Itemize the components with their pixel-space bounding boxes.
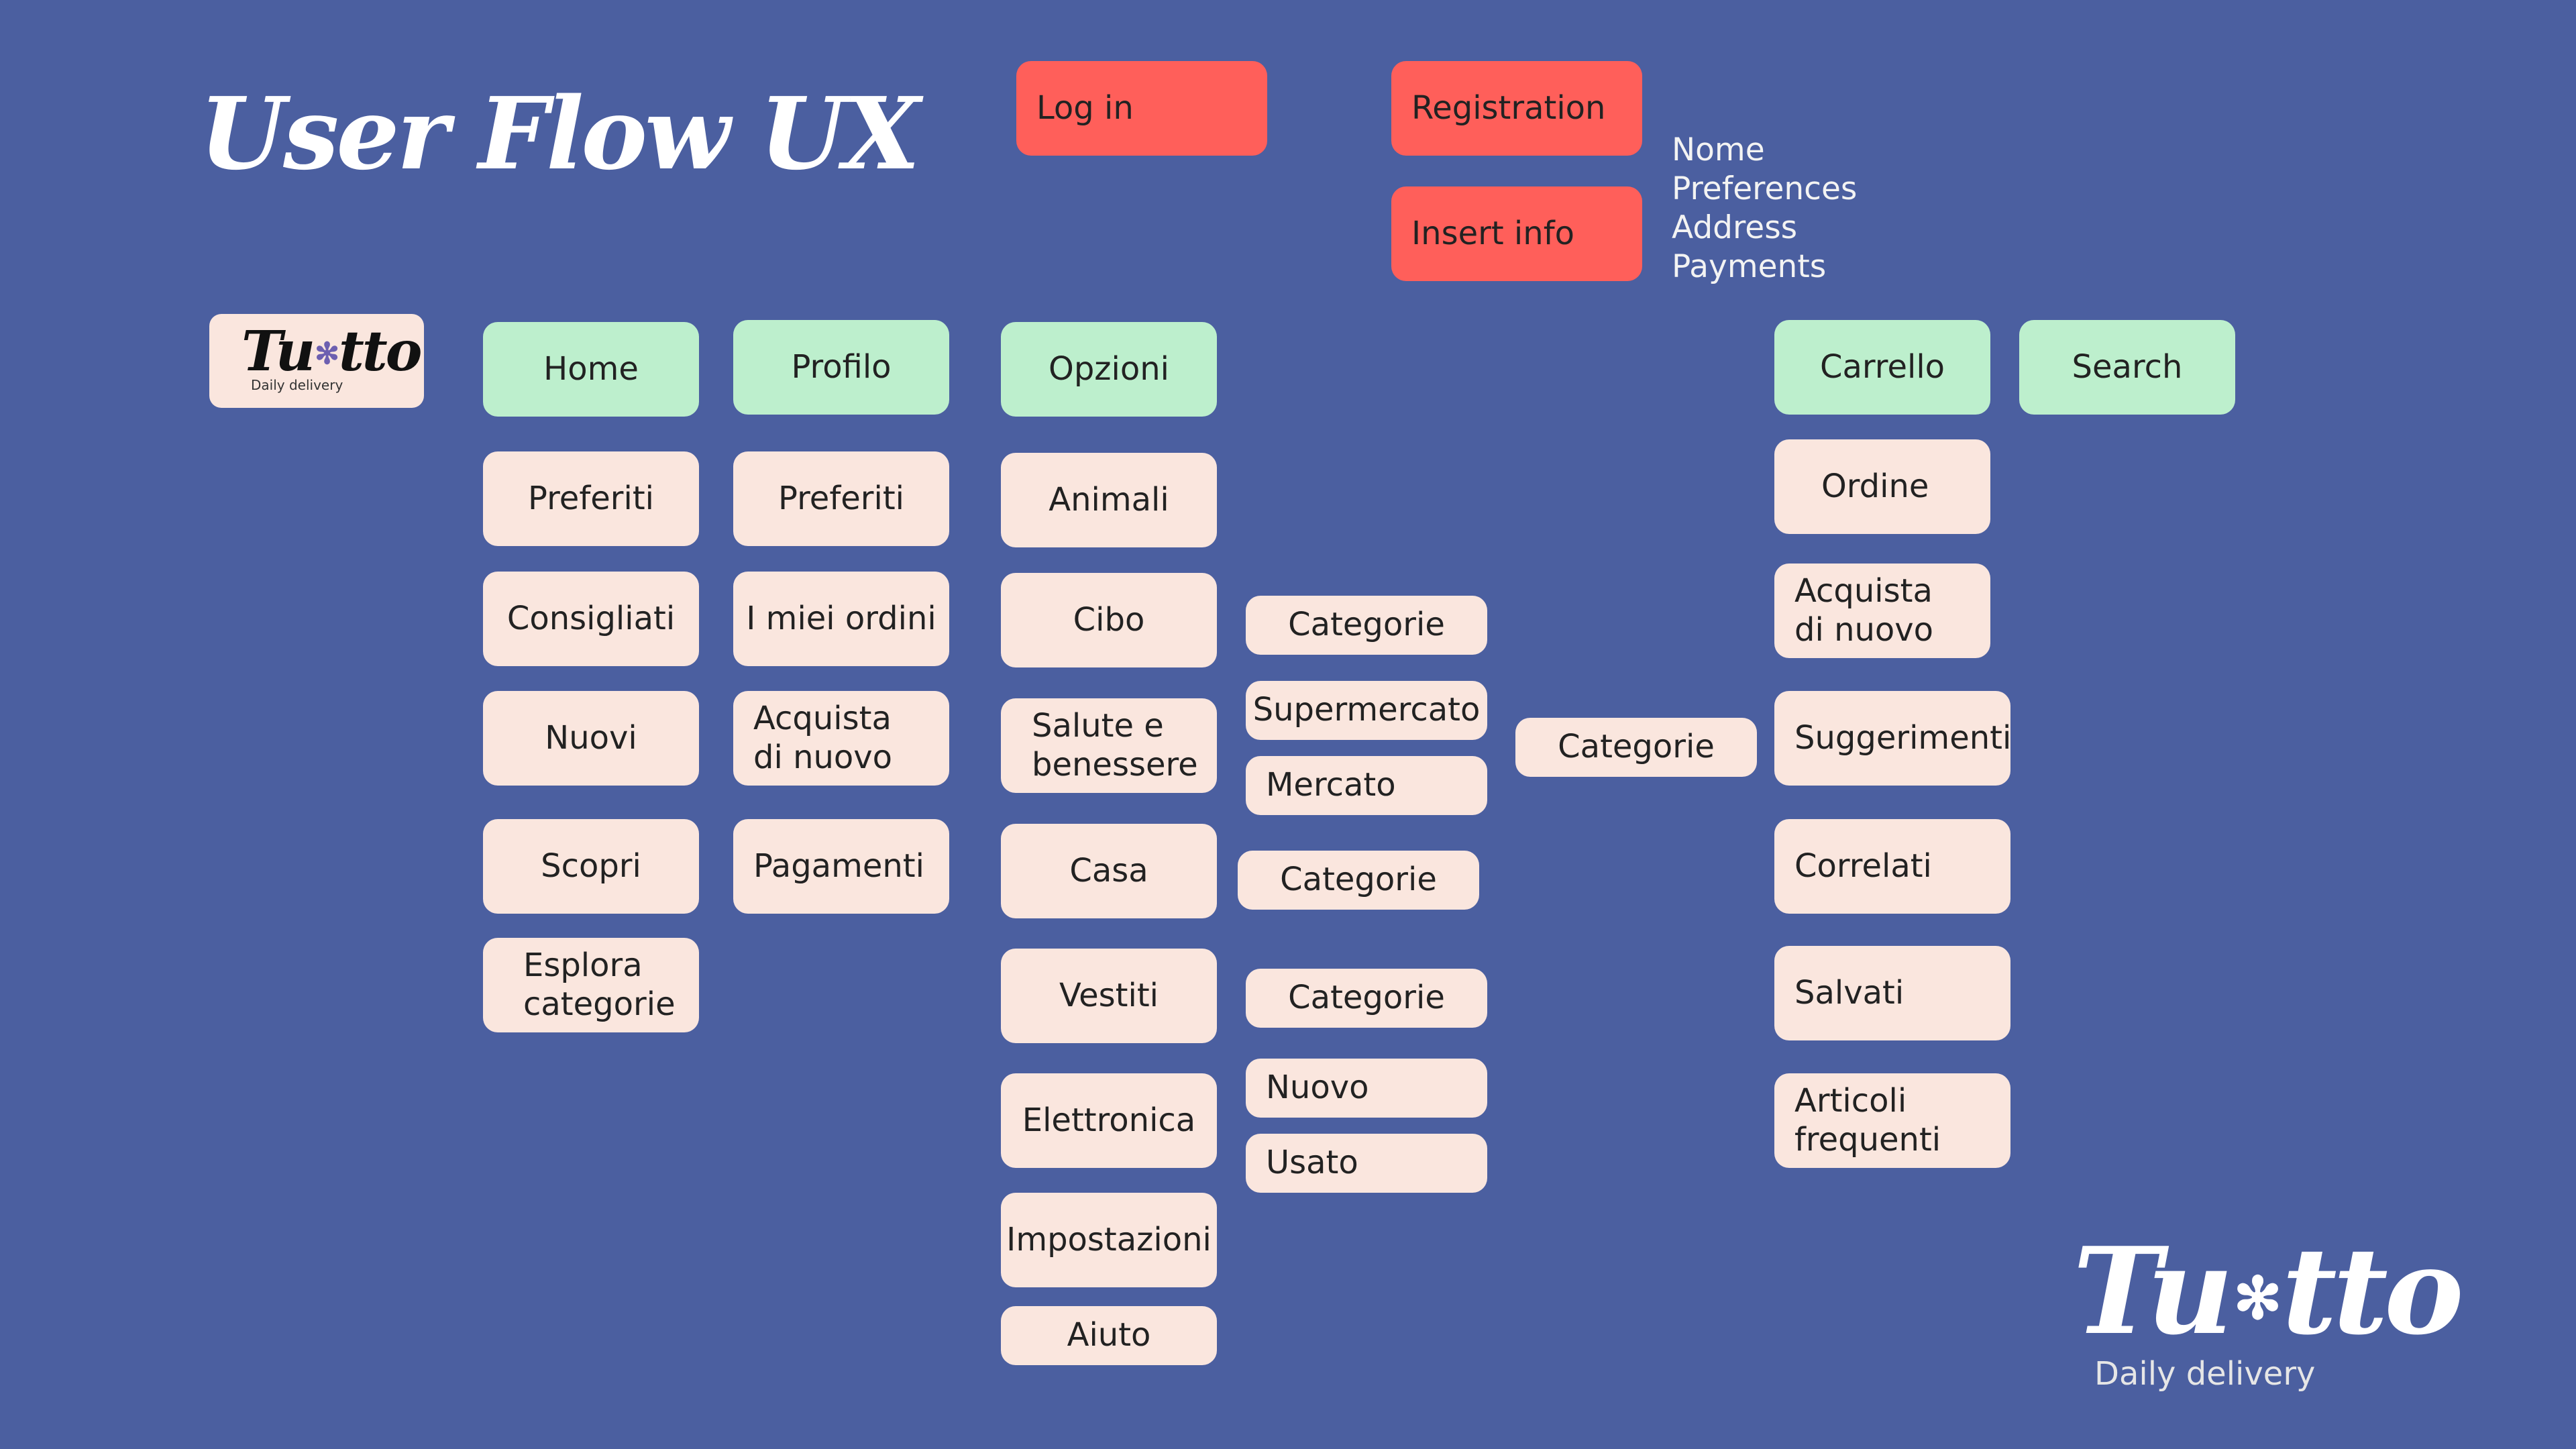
section-carrello: Carrello [1774,320,1990,415]
section-home: Home [483,322,699,417]
elettronica-sub-nuovo: Nuovo [1246,1059,1487,1118]
opzioni-item-cibo: Cibo [1001,573,1217,667]
carrello-item-articoli-frequenti: Articoli frequenti [1774,1073,2010,1168]
field-nome: Nome [1672,131,1765,168]
brand-name-start: Tu [241,319,315,384]
asterisk-star-icon: ✻ [2233,1265,2282,1332]
opzioni-item-elettronica: Elettronica [1001,1073,1217,1168]
brand-name-end: tto [339,319,422,384]
home-item-scopri: Scopri [483,819,699,914]
home-item-preferiti: Preferiti [483,451,699,546]
brand-tagline-small: Daily delivery [251,377,343,393]
page-title: User Flow UX [199,75,920,192]
field-payments: Payments [1672,248,1827,285]
brand-logo-small: Tu✻tto Daily delivery [209,314,424,408]
opzioni-item-impostazioni: Impostazioni [1001,1193,1217,1287]
home-item-esplora-categorie: Esplora categorie [483,938,699,1032]
opzioni-item-casa: Casa [1001,824,1217,918]
registration-fields-list: Nome Preferences Address Payments [1672,131,1857,286]
cibo-sub-categorie: Categorie [1246,596,1487,655]
section-opzioni: Opzioni [1001,322,1217,417]
carrello-item-suggerimenti: Suggerimenti [1774,691,2011,786]
brand-wordmark-large: Tu✻tto [2073,1221,2464,1361]
brand-wordmark-small: Tu✻tto [241,319,422,384]
section-profilo: Profilo [733,320,949,415]
section-search: Search [2019,320,2235,415]
opzioni-item-aiuto: Aiuto [1001,1306,1217,1365]
categorie-mid: Categorie [1515,718,1757,777]
field-address: Address [1672,209,1798,246]
registration-box: Registration [1391,61,1642,156]
opzioni-item-salute-benessere: Salute e benessere [1001,698,1217,793]
field-preferences: Preferences [1672,170,1858,207]
profilo-item-miei-ordini: I miei ordini [733,572,949,666]
opzioni-item-vestiti: Vestiti [1001,949,1217,1043]
carrello-item-correlati: Correlati [1774,819,2010,914]
opzioni-item-animali: Animali [1001,453,1217,547]
elettronica-sub-usato: Usato [1246,1134,1487,1193]
profilo-item-preferiti: Preferiti [733,451,949,546]
carrello-item-acquista-di-nuovo: Acquista di nuovo [1774,564,1990,658]
home-item-nuovi: Nuovi [483,691,699,786]
home-item-consigliati: Consigliati [483,572,699,666]
brand-tagline-large: Daily delivery [2094,1355,2316,1393]
brand-logo-large: Tu✻tto Daily delivery [2073,1221,2464,1402]
salute-sub-mercato: Mercato [1246,756,1487,815]
carrello-item-ordine: Ordine [1774,439,1990,534]
asterisk-star-icon: ✻ [315,337,339,371]
salute-sub-supermercato: Supermercato [1246,681,1487,740]
vestiti-sub-categorie: Categorie [1246,969,1487,1028]
brand-name-start-large: Tu [2073,1221,2234,1361]
login-box: Log in [1016,61,1267,156]
casa-sub-categorie: Categorie [1238,851,1479,910]
profilo-item-pagamenti: Pagamenti [733,819,949,914]
carrello-item-salvati: Salvati [1774,946,2010,1040]
profilo-item-acquista-di-nuovo: Acquista di nuovo [733,691,949,786]
insert-info-box: Insert info [1391,186,1642,281]
brand-name-end-large: tto [2282,1221,2464,1361]
